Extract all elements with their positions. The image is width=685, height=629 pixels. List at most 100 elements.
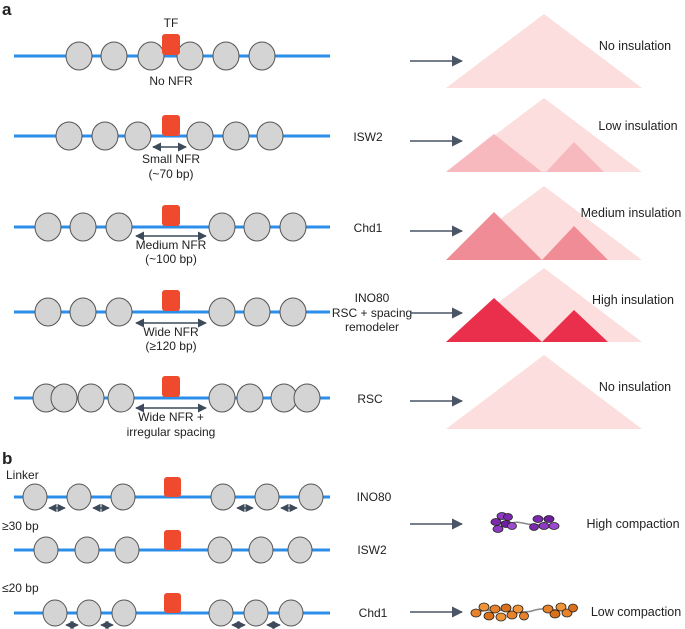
remodeler-label: ISW2 [357, 543, 387, 557]
nucleosome [208, 383, 236, 413]
transcription-factor [162, 115, 180, 136]
nfr-size-label: (≥120 bp) [145, 339, 196, 353]
nucleosome-group [55, 121, 284, 151]
outcome-label: Low insulation [598, 119, 677, 133]
insulation-triangle [446, 14, 642, 88]
domain-triangle-left [446, 134, 542, 172]
nucleosome-group [42, 599, 304, 627]
nucleosome [248, 41, 276, 71]
domain-triangle-right [542, 310, 608, 342]
domain-triangle-left [446, 298, 542, 342]
transcription-factor [162, 290, 180, 311]
nucleosome [256, 121, 284, 151]
nucleosome [254, 483, 280, 511]
nucleosome [176, 41, 204, 71]
nucleosome [298, 483, 324, 511]
panel-a-row-1: TF No NFR No insulation [14, 14, 671, 88]
transcription-factor [164, 530, 181, 550]
spacing-label: ≥30 bp [2, 519, 39, 533]
nucleosome-group [34, 212, 307, 242]
nfr-size-label: (~100 bp) [145, 252, 197, 266]
remodeler-label: INO80 [357, 490, 392, 504]
transcription-factor [164, 593, 181, 613]
nfr-label: Wide NFR [143, 325, 199, 339]
domain-triangle-left [446, 212, 542, 260]
nucleosome [77, 383, 105, 413]
nucleosome [74, 536, 100, 564]
panel-a-row-5: Wide NFR + irregular spacing RSC No insu… [14, 355, 671, 439]
nucleosome [66, 483, 92, 511]
nucleosome [33, 536, 59, 564]
nucleosome [69, 297, 97, 327]
nucleosome [279, 297, 307, 327]
nucleosome [243, 297, 271, 327]
nucleosome [207, 536, 233, 564]
remodeler-label: RSC + spacing [332, 306, 412, 320]
nucleosome [210, 483, 236, 511]
remodeler-label: Chd1 [354, 221, 383, 235]
nfr-label: Wide NFR + [138, 410, 204, 424]
nfr-label: No NFR [149, 74, 193, 88]
remodeler-label: Chd1 [359, 606, 388, 620]
nucleosome [279, 212, 307, 242]
nucleosome [91, 121, 119, 151]
outcome-label: Medium insulation [581, 206, 682, 220]
nucleosome [114, 536, 140, 564]
nucleosome [222, 121, 250, 151]
nfr-size-label: (~70 bp) [148, 167, 193, 181]
nucleosome [186, 121, 214, 151]
tf-label: TF [164, 16, 179, 30]
nucleosome [65, 41, 93, 71]
nucleosome [110, 483, 136, 511]
nucleosome [287, 536, 313, 564]
nucleosome [137, 41, 165, 71]
nucleosome [22, 483, 48, 511]
nucleosome [50, 383, 78, 413]
panel-a-row-2: Small NFR (~70 bp) ISW2 Low insulation [14, 98, 678, 181]
spacing-label: ≤20 bp [2, 581, 39, 595]
transcription-factor [162, 376, 180, 397]
outcome-label: High compaction [586, 517, 679, 531]
nucleosome [208, 212, 236, 242]
nucleosome-group [22, 483, 324, 511]
transcription-factor [162, 34, 180, 55]
nucleosome [55, 121, 83, 151]
nucleosome [100, 41, 128, 71]
outcome-label: No insulation [599, 380, 671, 394]
nucleosome [105, 297, 133, 327]
compaction-low: Low compaction [410, 602, 681, 622]
nucleosome [107, 383, 135, 413]
nfr-label: Medium NFR [136, 238, 207, 252]
compacted-fiber-purple [490, 512, 560, 533]
outcome-label: Low compaction [591, 605, 681, 619]
insulation-triangle [446, 355, 642, 429]
panel-a-row-3: Medium NFR (~100 bp) Chd1 Medium insulat… [14, 186, 681, 266]
panel-b-row-3: ≤20 bp Chd1 [2, 581, 388, 629]
nucleosome-group [32, 383, 321, 413]
nucleosome-group [33, 536, 313, 564]
nfr-size-label: irregular spacing [127, 425, 216, 439]
domain-triangle-right [546, 142, 604, 172]
transcription-factor [162, 205, 180, 226]
panel-b-row-1: Linker INO80 [6, 468, 392, 513]
nucleosome [293, 383, 321, 413]
nucleosome [42, 599, 68, 627]
nucleosome [278, 599, 304, 627]
remodeler-label: RSC [357, 392, 383, 406]
nucleosome [212, 41, 240, 71]
domain-triangle-right [542, 226, 608, 260]
compaction-high: High compaction [410, 512, 680, 533]
nucleosome-group [34, 297, 307, 327]
nucleosome [124, 121, 152, 151]
remodeler-label: remodeler [345, 320, 399, 334]
compacted-fiber-orange [470, 602, 578, 622]
remodeler-label: INO80 [355, 291, 390, 305]
outcome-label: High insulation [592, 293, 674, 307]
transcription-factor [164, 477, 181, 497]
nucleosome [208, 297, 236, 327]
nucleosome [105, 212, 133, 242]
nucleosome [243, 599, 269, 627]
nucleosome [270, 383, 298, 413]
nucleosome [236, 383, 264, 413]
